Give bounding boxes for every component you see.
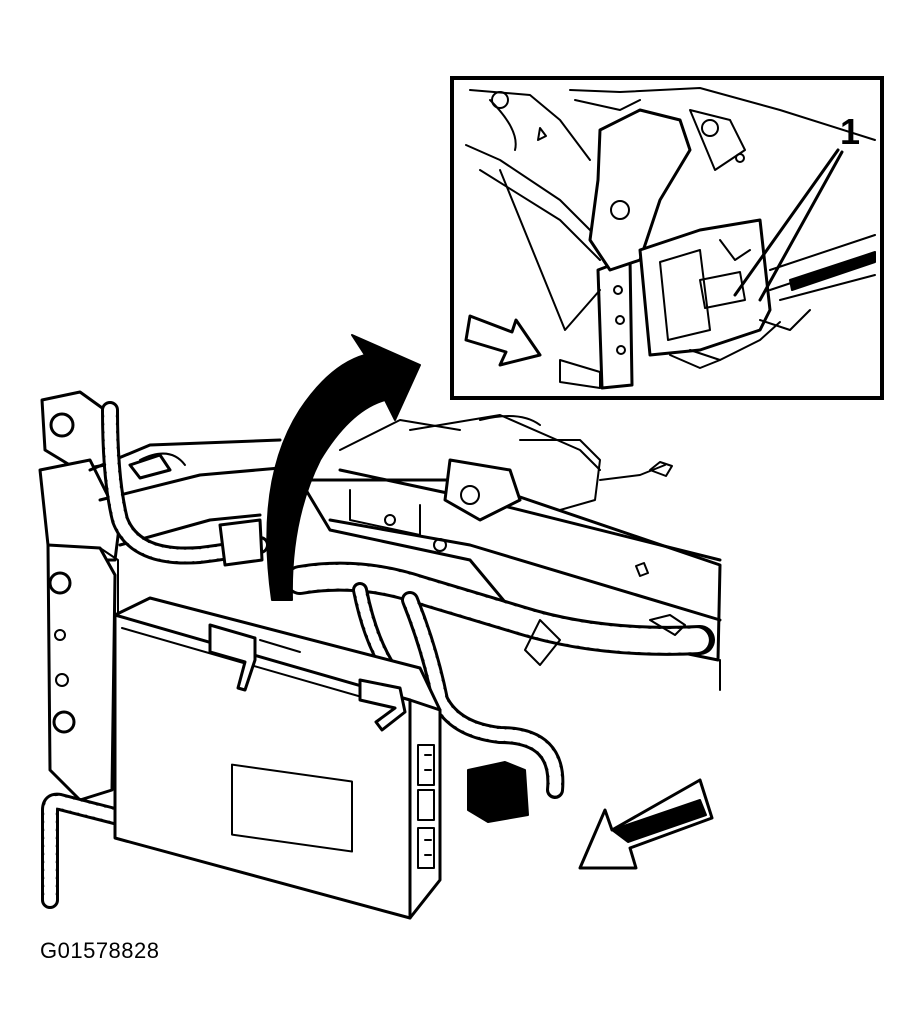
module-label-plate <box>231 763 353 853</box>
figure-id-label: G01578828 <box>40 938 160 963</box>
control-module <box>113 596 442 920</box>
removal-direction-arrow <box>266 334 421 601</box>
callout-1-label: 1 <box>840 111 860 152</box>
frame-hole <box>48 571 72 595</box>
callout-1-leader-a <box>733 148 840 297</box>
wiring-harness <box>41 401 715 909</box>
inset-detail-view: 1 <box>450 76 884 400</box>
inset-bolt-hole <box>491 91 509 109</box>
callout-1-leader-b <box>758 150 844 302</box>
inset-direction-arrow <box>464 314 542 367</box>
harness-connector <box>467 761 529 823</box>
inset-mount-bracket <box>596 256 634 390</box>
inset-bracket-drawing <box>464 87 876 390</box>
main-assembly-view <box>38 334 722 920</box>
module-retainer-clip <box>208 623 257 692</box>
forward-direction-arrow <box>578 778 714 870</box>
upper-cross-member <box>88 438 282 547</box>
left-frame-bracket <box>38 390 122 802</box>
inset-hanger-clip <box>588 108 692 272</box>
